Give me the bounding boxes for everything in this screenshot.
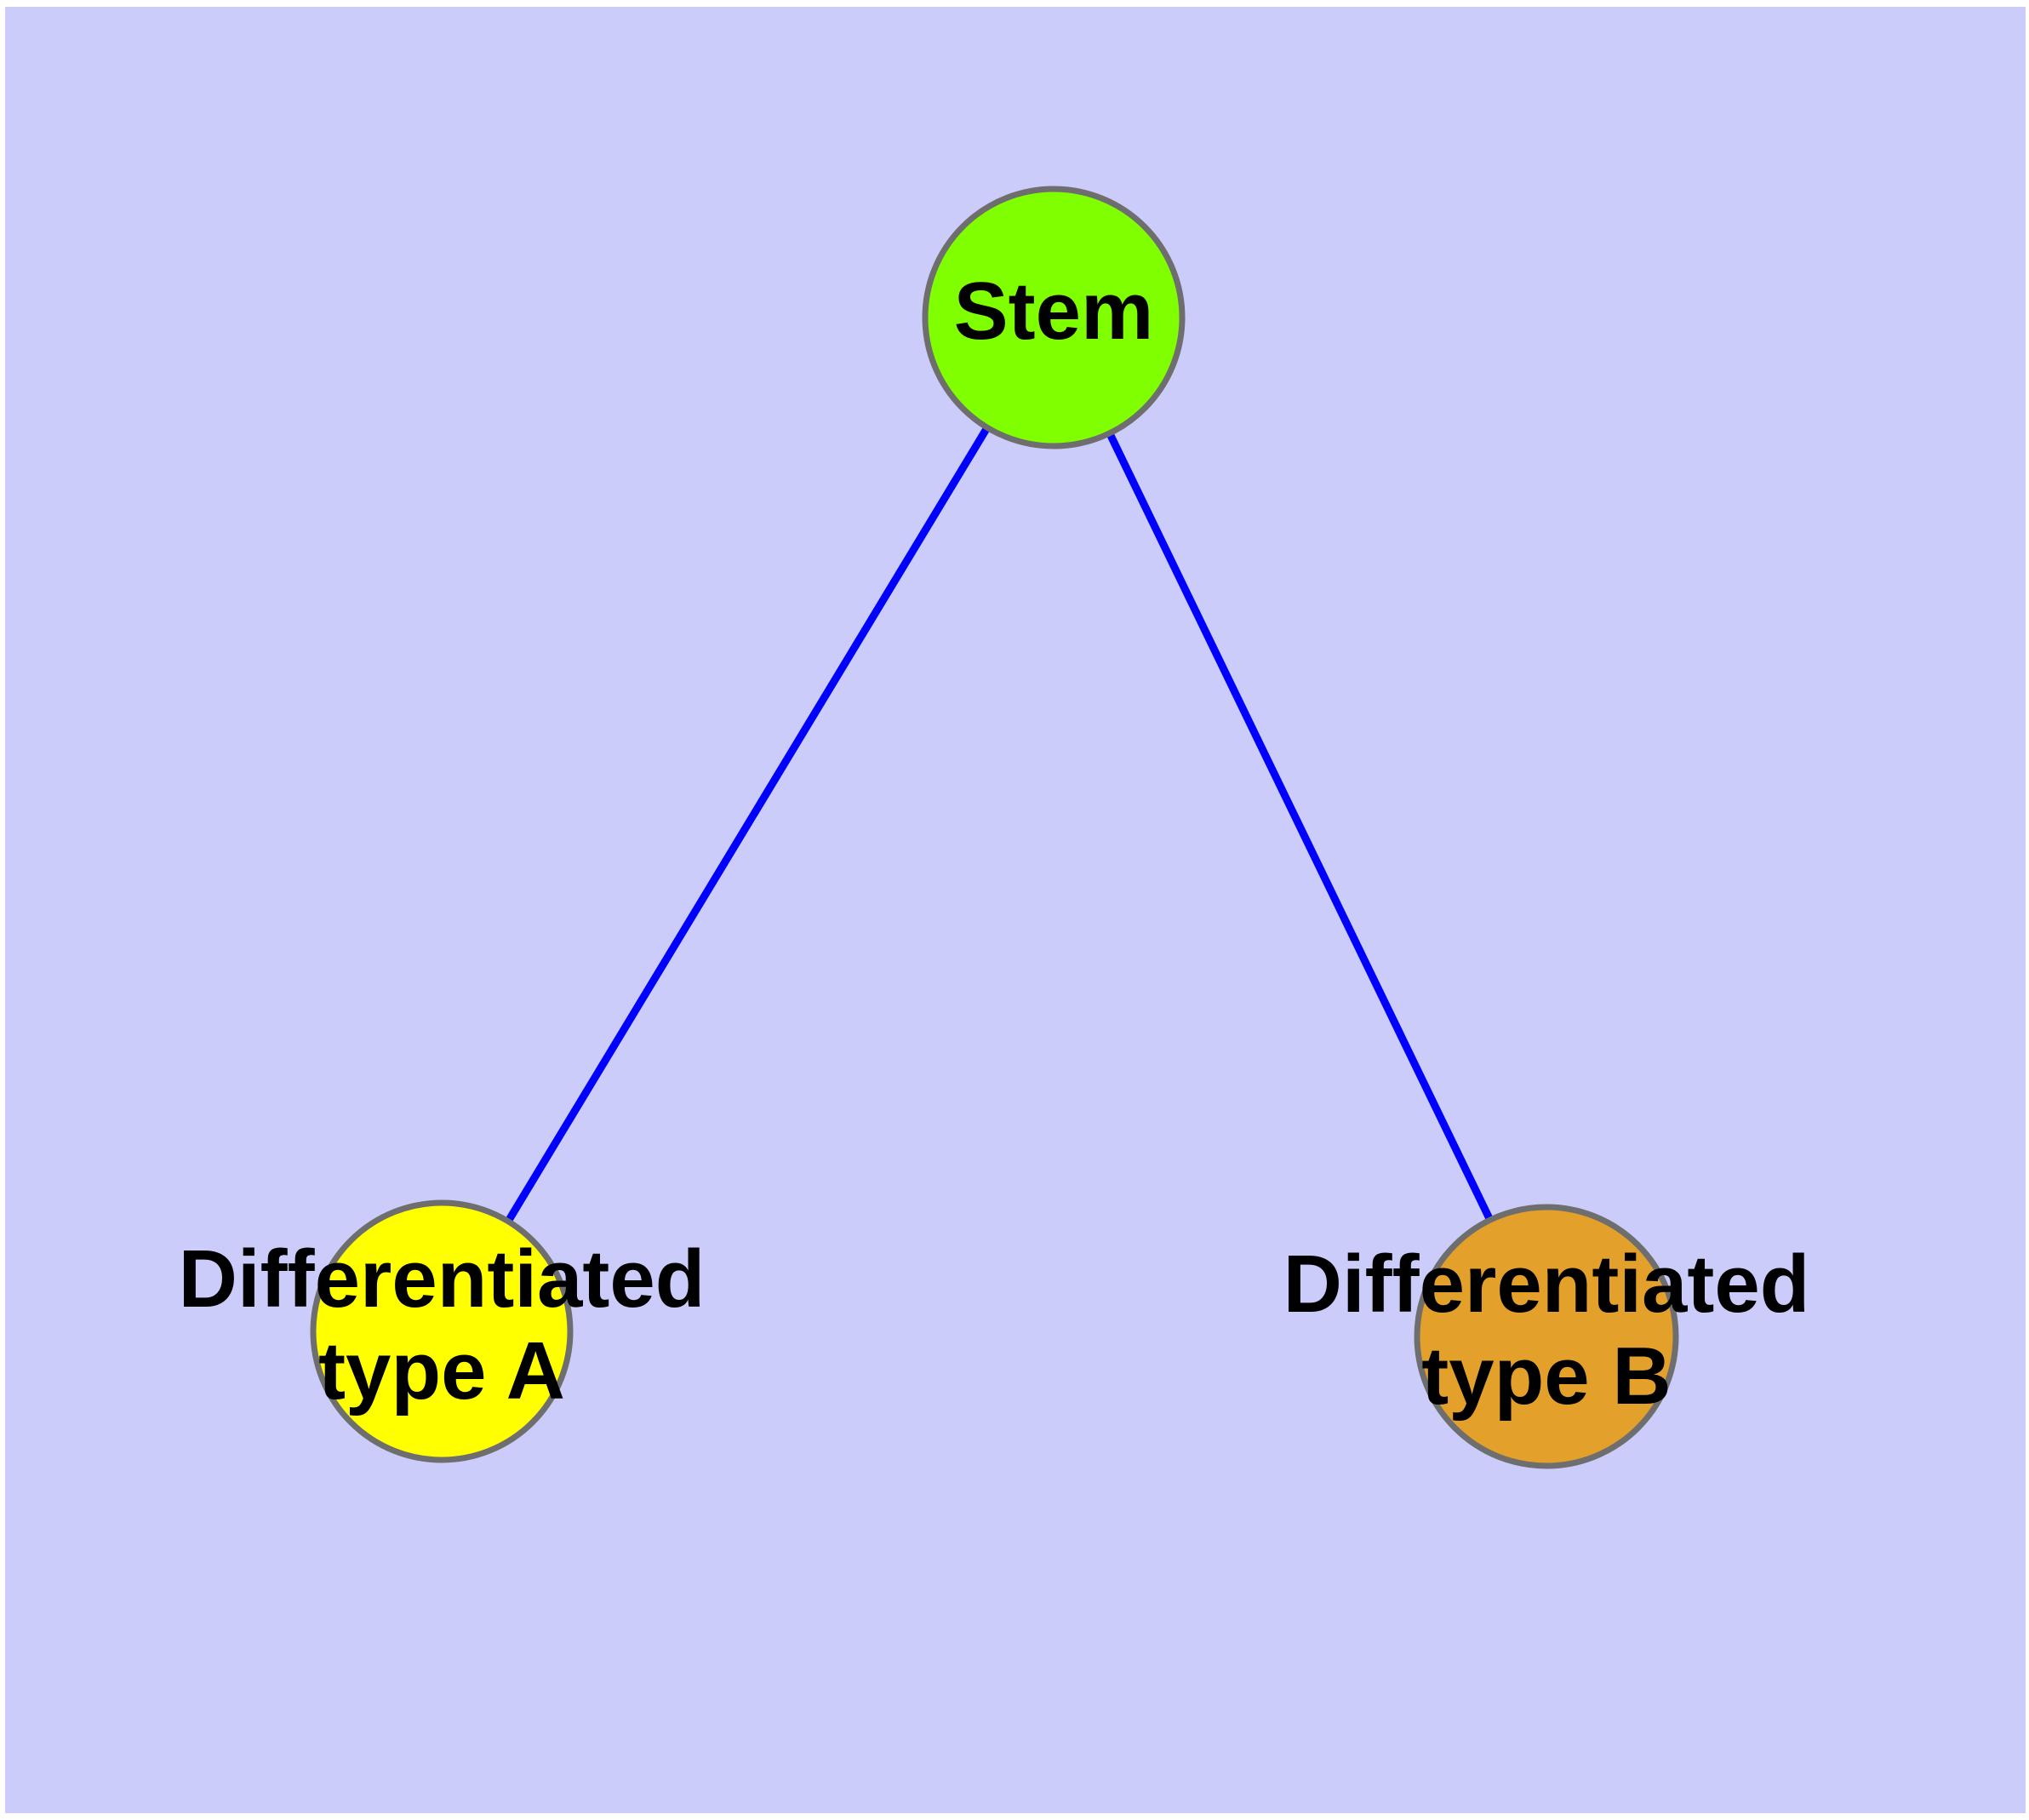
node-stem[interactable] <box>922 186 1186 449</box>
edges-layer <box>506 426 1493 1222</box>
node-label-line: type A <box>318 1325 565 1417</box>
node-label-line: Differentiated <box>179 1234 706 1325</box>
edge-stem-diff-a[interactable] <box>506 426 990 1222</box>
node-diff_a[interactable] <box>310 1199 574 1463</box>
node-diff_b[interactable] <box>1414 1204 1679 1469</box>
node-label-line: type B <box>1421 1331 1671 1422</box>
node-label-line: Stem <box>954 266 1154 357</box>
nodes-layer <box>310 186 1679 1469</box>
node-label-stem: Stem <box>954 266 1154 357</box>
edge-stem-diff-b[interactable] <box>1106 432 1493 1221</box>
node-label-line: Differentiated <box>1283 1239 1810 1331</box>
